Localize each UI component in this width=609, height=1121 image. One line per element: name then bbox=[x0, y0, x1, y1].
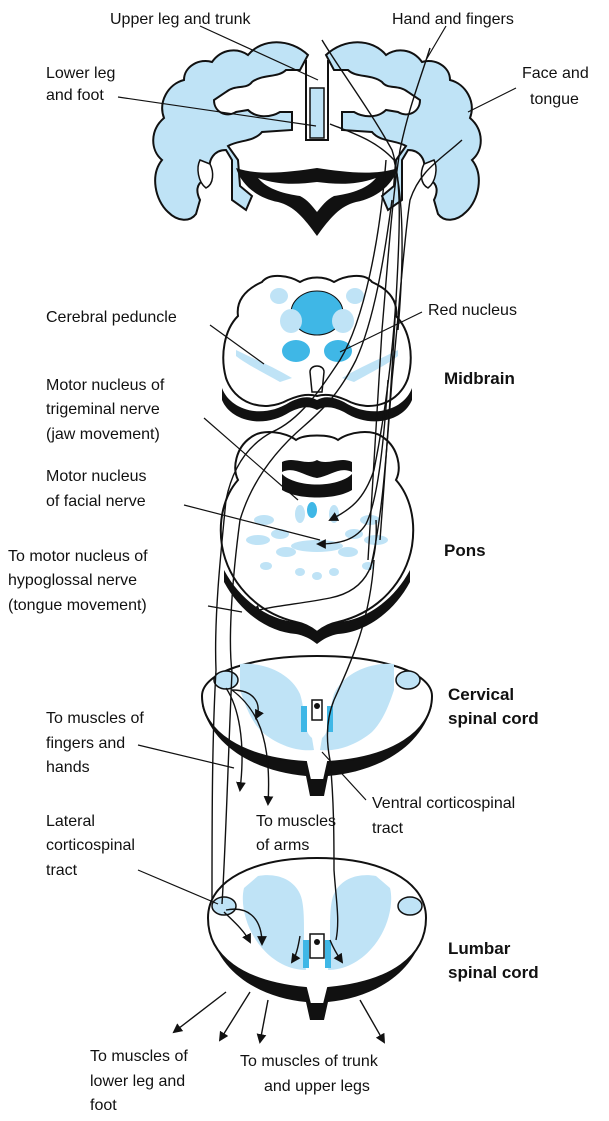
label-facial-2: of facial nerve bbox=[46, 493, 146, 510]
label-lumbar-2: spinal cord bbox=[448, 963, 539, 982]
leader-lateral bbox=[138, 870, 218, 904]
cerebrum-section bbox=[153, 42, 481, 236]
label-cervical-1: Cervical bbox=[448, 685, 514, 704]
lumbar-outline bbox=[208, 858, 426, 1004]
leader-hand bbox=[426, 26, 446, 60]
lumbar-canal-dot bbox=[314, 939, 320, 945]
label-hand-fingers: Hand and fingers bbox=[392, 11, 514, 28]
label-lateral-3: tract bbox=[46, 862, 78, 879]
label-facial-1: Motor nucleus bbox=[46, 468, 147, 485]
aqueduct bbox=[310, 366, 324, 392]
arrow-lowerleg-1 bbox=[174, 992, 226, 1032]
corpus-callosum bbox=[310, 88, 324, 138]
pons-section bbox=[221, 432, 413, 644]
cervical-cord-section bbox=[202, 656, 432, 796]
midbrain-nucleus-b bbox=[346, 288, 364, 304]
label-lowerleg-muscle-3: foot bbox=[90, 1097, 117, 1114]
cervical-lateral-tract-right bbox=[396, 671, 420, 689]
label-hypoglossal-3: (tongue movement) bbox=[8, 597, 147, 614]
label-ventral-1: Ventral corticospinal bbox=[372, 795, 515, 812]
leader-fingers bbox=[138, 745, 234, 768]
label-trigeminal-1: Motor nucleus of bbox=[46, 377, 165, 394]
label-lateral-1: Lateral bbox=[46, 813, 95, 830]
trigeminal-nucleus bbox=[307, 502, 317, 518]
muscle-arrows bbox=[174, 992, 384, 1042]
leader-face bbox=[468, 88, 516, 112]
label-trunk-muscle-2: and upper legs bbox=[264, 1078, 370, 1095]
midbrain-nucleus-a bbox=[270, 288, 288, 304]
label-lateral-2: corticospinal bbox=[46, 837, 135, 854]
label-hypoglossal-2: hypoglossal nerve bbox=[8, 572, 137, 589]
red-nucleus-left bbox=[282, 340, 310, 362]
red-nucleus-right bbox=[324, 340, 352, 362]
label-fingers-3: hands bbox=[46, 759, 90, 776]
label-lower-leg-2: and foot bbox=[46, 87, 104, 104]
lumbar-cord-section bbox=[208, 858, 426, 1020]
lumbar-lateral-tract-right bbox=[398, 897, 422, 915]
label-red-nucleus: Red nucleus bbox=[428, 302, 517, 319]
label-lumbar-1: Lumbar bbox=[448, 939, 511, 958]
cervical-canal-dot bbox=[314, 703, 320, 709]
lumbar-central-canal bbox=[310, 934, 324, 958]
label-trigeminal-2: trigeminal nerve bbox=[46, 401, 160, 418]
label-cervical-2: spinal cord bbox=[448, 709, 539, 728]
label-fingers-1: To muscles of bbox=[46, 710, 144, 727]
leader-hypoglossal bbox=[208, 606, 242, 612]
label-trigeminal-3: (jaw movement) bbox=[46, 426, 160, 443]
label-pons: Pons bbox=[444, 541, 486, 560]
label-face-1: Face and bbox=[522, 65, 589, 82]
label-hypoglossal-1: To motor nucleus of bbox=[8, 548, 148, 565]
label-face-2: tongue bbox=[530, 91, 579, 108]
label-trunk-muscle-1: To muscles of trunk bbox=[240, 1053, 379, 1070]
label-cerebral-peduncle: Cerebral peduncle bbox=[46, 309, 177, 326]
cervical-lateral-tract-left bbox=[214, 671, 238, 689]
label-lowerleg-muscle-1: To muscles of bbox=[90, 1048, 188, 1065]
label-fingers-2: fingers and bbox=[46, 735, 125, 752]
label-upper-leg-trunk: Upper leg and trunk bbox=[110, 11, 252, 28]
label-lowerleg-muscle-2: lower leg and bbox=[90, 1073, 185, 1090]
arrow-trunk-2 bbox=[360, 1000, 384, 1042]
label-midbrain: Midbrain bbox=[444, 369, 515, 388]
label-lower-leg-1: Lower leg bbox=[46, 65, 115, 82]
midbrain-nucleus-c bbox=[280, 309, 302, 333]
arrow-trunk-1 bbox=[260, 1000, 268, 1042]
label-ventral-2: tract bbox=[372, 820, 404, 837]
arrow-lowerleg-2 bbox=[220, 992, 250, 1040]
label-arms-2: of arms bbox=[256, 837, 309, 854]
label-arms-1: To muscles bbox=[256, 813, 336, 830]
midbrain-section bbox=[222, 276, 412, 421]
midbrain-nucleus-d bbox=[332, 309, 354, 333]
